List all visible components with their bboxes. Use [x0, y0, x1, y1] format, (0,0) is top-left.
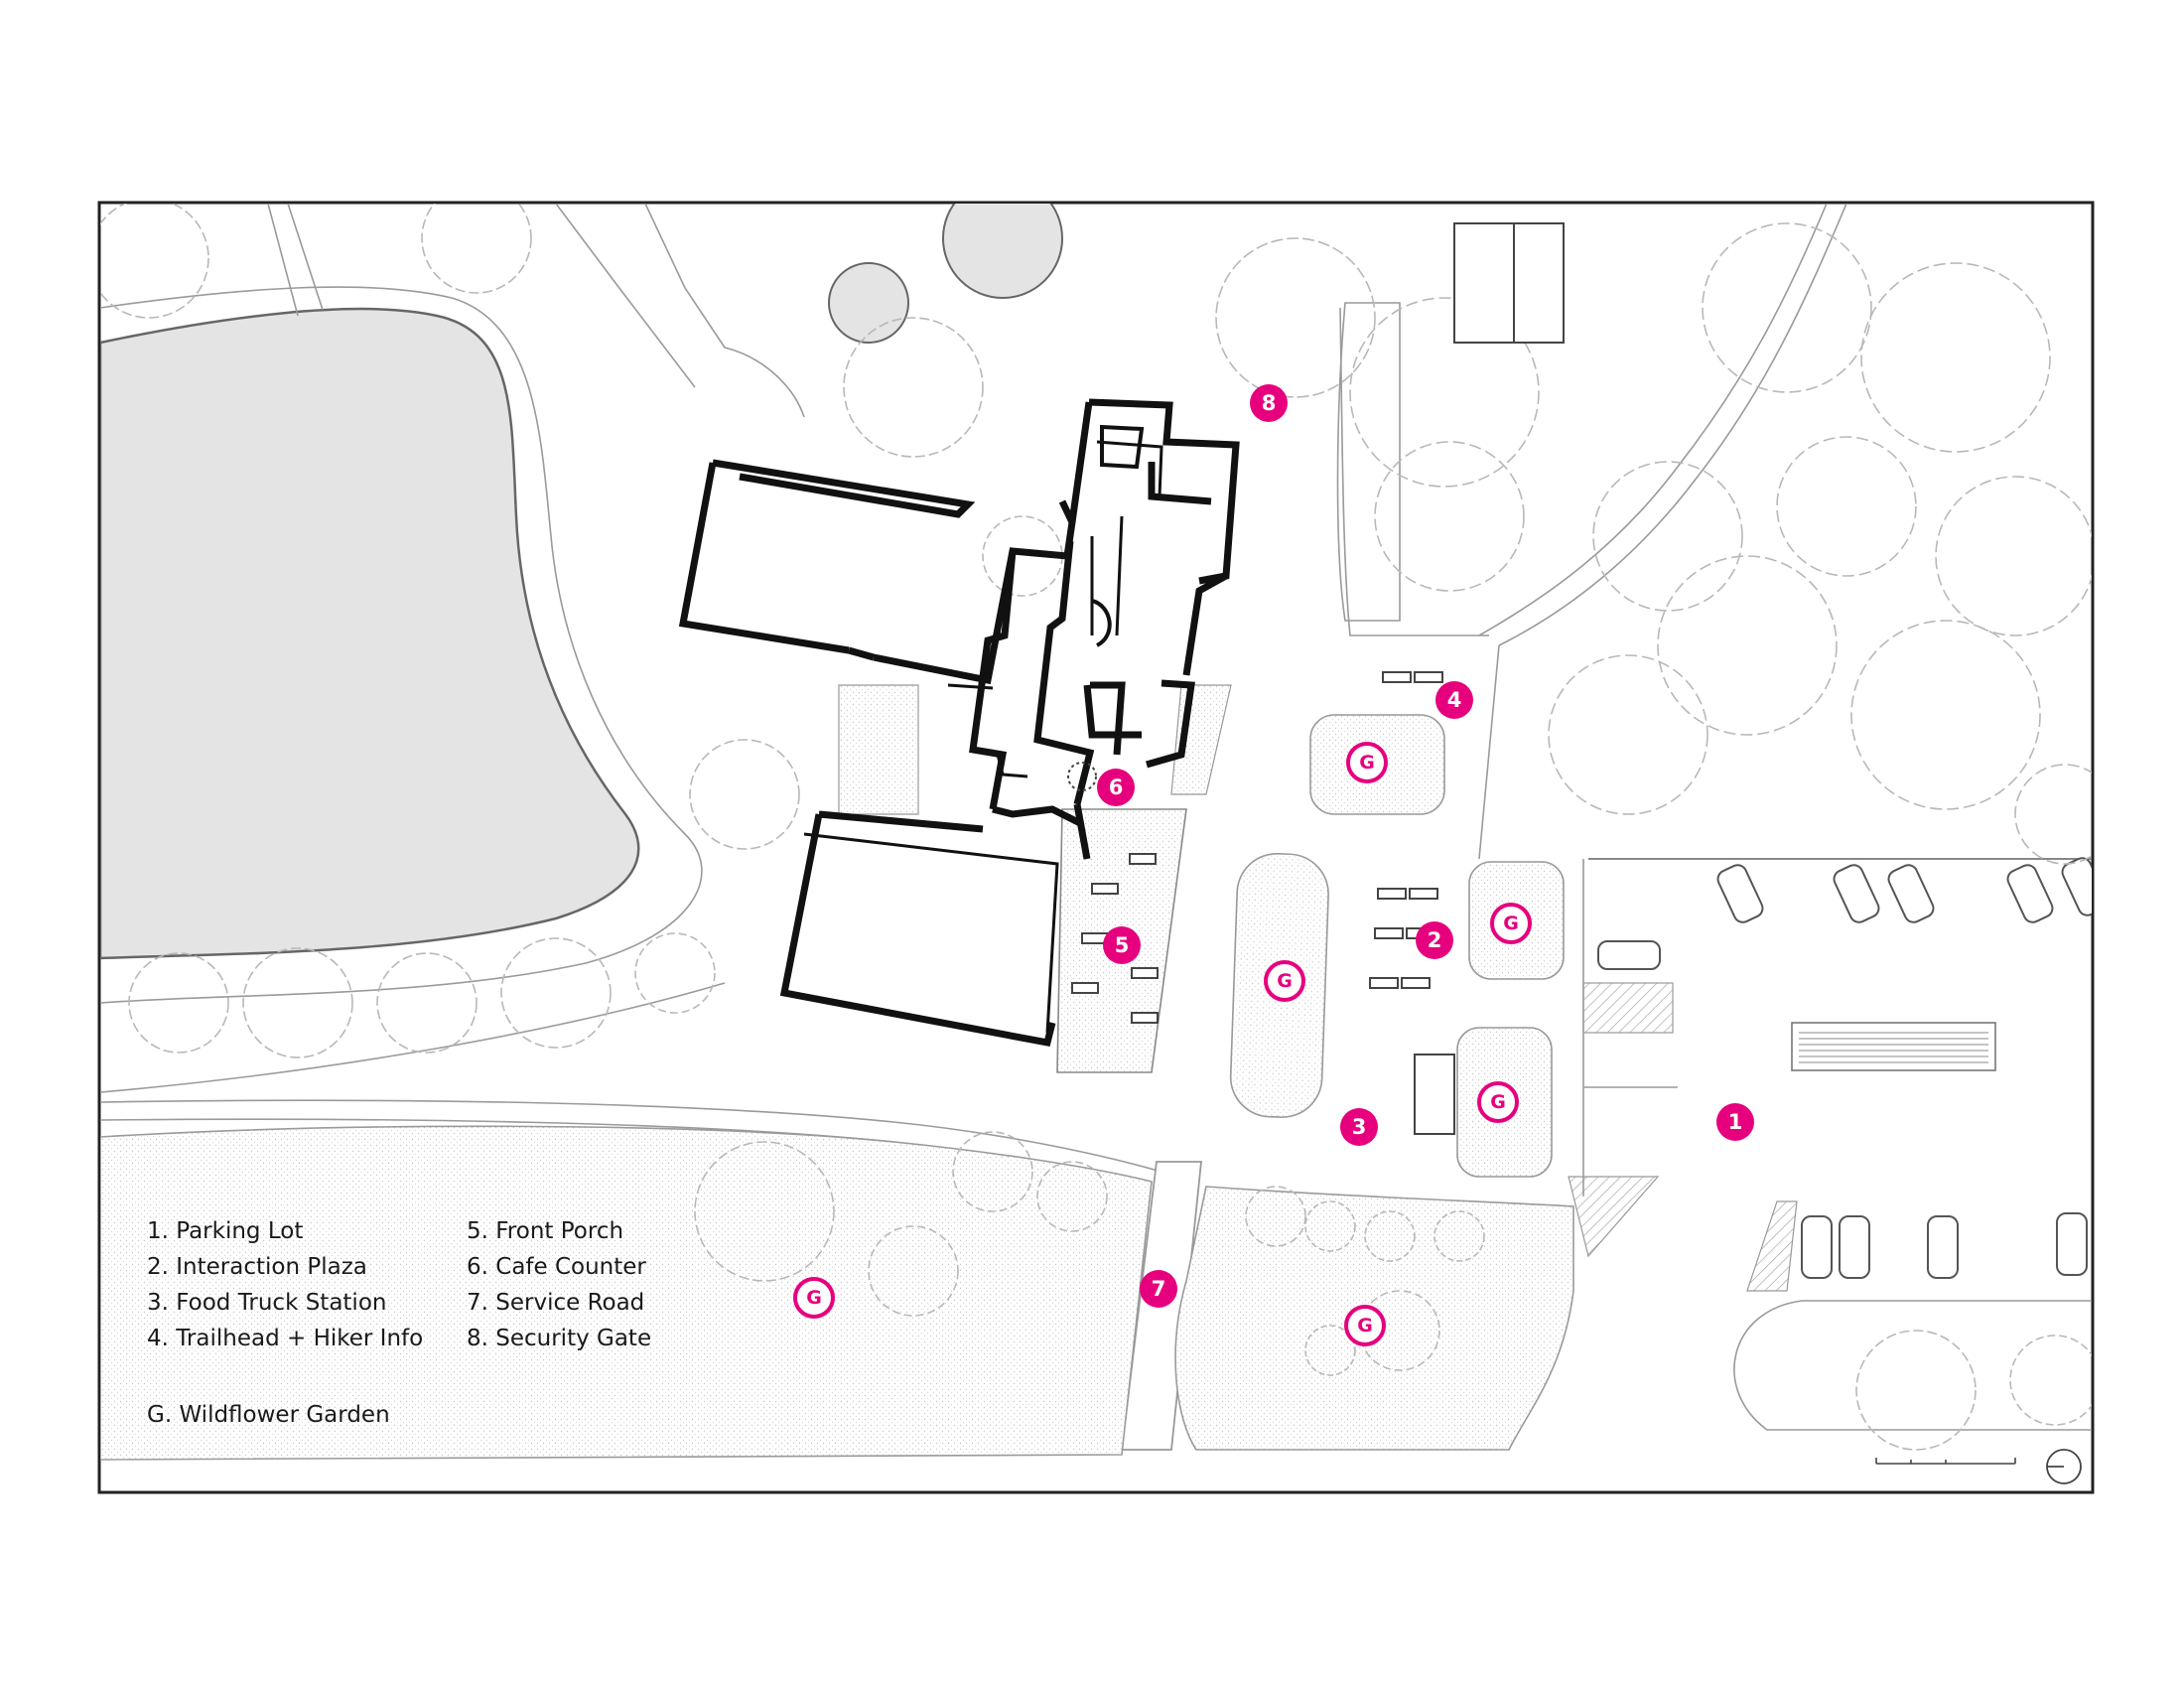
legend: 1. Parking Lot 2. Interaction Plaza 3. F…: [147, 1218, 651, 1428]
garden-marker: G: [1346, 742, 1388, 783]
svg-text:2: 2: [1428, 928, 1442, 952]
marker-food-truck-station: 3: [1340, 1108, 1378, 1146]
legend-item-5: 5. Front Porch: [467, 1218, 623, 1244]
building-plan: [678, 398, 1240, 1048]
north-arrow-icon: [2046, 1449, 2082, 1484]
legend-item-4: 4. Trailhead + Hiker Info: [147, 1326, 423, 1351]
legend-item-6: 6. Cafe Counter: [467, 1254, 646, 1280]
trees: [100, 204, 2092, 1451]
legend-item-7: 7. Service Road: [467, 1290, 644, 1316]
site-markers: 1 2 3 4 5 6 7 8: [1097, 384, 1754, 1308]
garden-marker: G: [1490, 903, 1532, 944]
marker-cafe-counter: 6: [1097, 769, 1135, 806]
garden-marker-label: G: [1357, 1315, 1373, 1336]
marker-front-porch: 5: [1103, 926, 1141, 964]
garden-marker-label: G: [1490, 1091, 1506, 1113]
legend-item-2: 2. Interaction Plaza: [147, 1254, 367, 1280]
south-garden-west: [100, 1125, 1153, 1461]
legend-item-3: 3. Food Truck Station: [147, 1290, 386, 1316]
plaza-furniture: [1071, 671, 1455, 1135]
garden-marker-label: G: [1359, 752, 1375, 774]
svg-text:5: 5: [1115, 933, 1130, 957]
svg-text:1: 1: [1728, 1110, 1743, 1134]
parking-island: [1791, 1022, 1996, 1071]
marker-interaction-plaza: 2: [1416, 921, 1453, 959]
garden-marker: G: [1477, 1081, 1519, 1123]
marker-parking-lot: 1: [1716, 1103, 1754, 1141]
legend-item-8: 8. Security Gate: [467, 1326, 651, 1351]
pond: [100, 307, 640, 960]
legend-item-1: 1. Parking Lot: [147, 1218, 303, 1244]
garden-marker-label: G: [806, 1287, 822, 1309]
garden-marker: G: [1344, 1305, 1386, 1346]
svg-text:7: 7: [1152, 1277, 1166, 1301]
garden-marker: G: [1264, 960, 1305, 1002]
garden-marker-label: G: [1503, 913, 1519, 934]
marker-trailhead: 4: [1435, 681, 1473, 719]
svg-text:4: 4: [1447, 688, 1462, 712]
garden-marker: G: [793, 1277, 835, 1319]
marker-security-gate: 8: [1250, 384, 1288, 422]
svg-text:6: 6: [1109, 775, 1124, 799]
scale-bar-icon: [1875, 1458, 2016, 1465]
garden-markers: G G G G G G: [793, 742, 1532, 1346]
legend-garden: G. Wildflower Garden: [147, 1402, 390, 1428]
svg-text:8: 8: [1262, 391, 1277, 415]
marker-service-road: 7: [1140, 1270, 1177, 1308]
garden-marker-label: G: [1277, 970, 1293, 992]
parked-cars: [1597, 857, 2092, 1279]
svg-text:3: 3: [1352, 1115, 1367, 1139]
